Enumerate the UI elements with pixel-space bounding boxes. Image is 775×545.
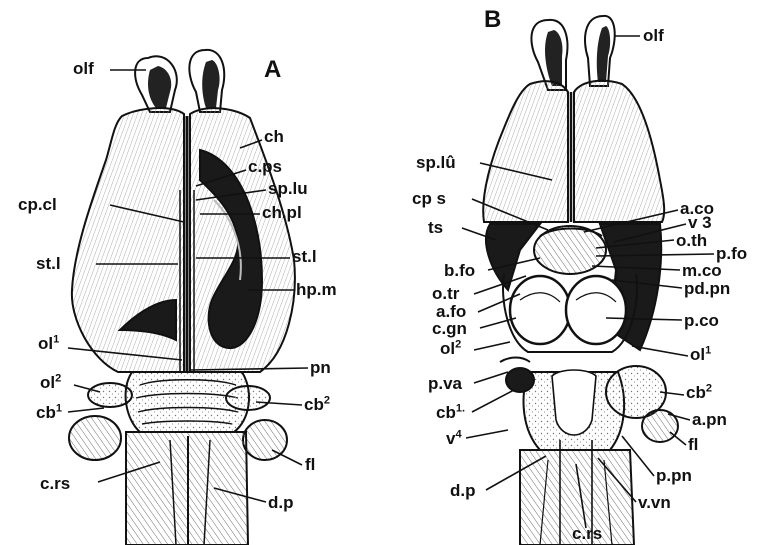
label-a-olf: olf	[73, 60, 94, 77]
label-a-ch: ch	[264, 128, 284, 145]
label-b-ts: ts	[428, 219, 443, 236]
label-b-cp-s: cp s	[412, 190, 446, 207]
label-b-ol1: ol1	[690, 346, 711, 363]
label-b-cb1: cb1.	[436, 404, 465, 421]
label-b-p-co: p.co	[684, 312, 719, 329]
label-b-c-rs: c.rs	[572, 525, 602, 542]
label-b-olf: olf	[643, 27, 664, 44]
label-a-st-l-left: st.l	[36, 255, 61, 272]
label-a-ch-pl: ch.pl	[262, 204, 302, 221]
label-b-fl: fl	[688, 436, 698, 453]
label-b-o-tr: o.tr	[432, 285, 459, 302]
label-b-p-va: p.va	[428, 375, 462, 392]
label-b-p-pn: p.pn	[656, 467, 692, 484]
label-a-cb1: cb1	[36, 404, 62, 421]
panel-b-letter: B	[484, 8, 501, 32]
label-b-b-fo: b.fo	[444, 262, 475, 279]
label-b-ol2: ol2	[440, 340, 461, 357]
label-b-cb2: cb2	[686, 384, 712, 401]
label-a-sp-lu: sp.lu	[268, 180, 308, 197]
label-b-pd-pn: pd.pn	[684, 280, 730, 297]
label-a-c-ps: c.ps	[248, 158, 282, 175]
label-a-ol1: ol1	[38, 335, 59, 352]
label-a-c-rs: c.rs	[40, 475, 70, 492]
label-b-sp-lu: sp.lû	[416, 154, 456, 171]
label-b-v3: v 3	[688, 214, 712, 231]
label-a-pn: pn	[310, 359, 331, 376]
panel-a-letter: A	[264, 58, 281, 82]
label-b-d-p: d.p	[450, 482, 476, 499]
label-a-fl: fl	[305, 456, 315, 473]
label-b-a-fo: a.fo	[436, 303, 466, 320]
label-a-ol2: ol2	[40, 374, 61, 391]
label-a-cb2: cb2	[304, 396, 330, 413]
label-b-c-gn: c.gn	[432, 320, 467, 337]
label-a-d-p: d.p	[268, 494, 294, 511]
label-b-o-th: o.th	[676, 232, 707, 249]
label-a-cp-cl: cp.cl	[18, 196, 57, 213]
label-b-v-vn: v.vn	[638, 494, 671, 511]
label-a-hp-m: hp.m	[296, 281, 337, 298]
label-b-a-pn: a.pn	[692, 411, 727, 428]
label-b-m-co: m.co	[682, 262, 722, 279]
panel-a-drawing	[69, 50, 295, 545]
label-b-v4: v4	[446, 430, 462, 447]
label-b-p-fo: p.fo	[716, 245, 747, 262]
label-a-st-l-right: st.l	[292, 248, 317, 265]
